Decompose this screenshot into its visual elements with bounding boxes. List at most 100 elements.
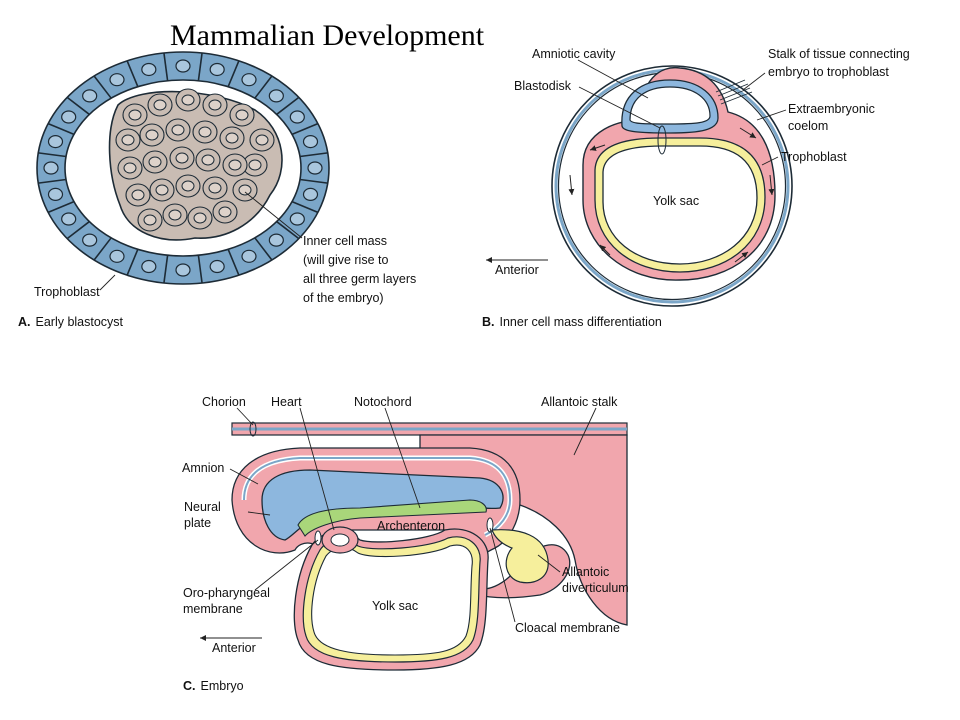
trophoblast-nucleus [241,249,257,263]
label-archenteron: Archenteron [377,519,445,533]
leader-heart [299,407,335,531]
trophoblast-cell-wall [66,96,90,116]
trophoblast-cell-wall [163,52,169,81]
leader-amnion [229,468,259,485]
leader-cloacal [489,527,516,623]
chorion-marker [249,421,257,437]
label-inner-cell-mass-1: Inner cell mass [303,234,387,248]
trophoblast-cell-wall [93,237,112,261]
trophoblast-cell-wall [254,237,273,261]
trophoblast-cell-wall [299,178,328,184]
label-allantoic-diverticulum-1: Allantoic [562,565,609,579]
label-neural-plate-2: plate [184,516,211,530]
leader-blastodisk [578,86,661,129]
label-trophoblast-b: Trophoblast [781,150,847,164]
label-yolk-sac-c: Yolk sac [372,599,418,613]
leader-oro-pharyngeal [254,539,319,591]
trophoblast-cell-wall [299,152,328,158]
trophoblast-cell-wall [254,75,273,99]
trophoblast-cell-wall [38,152,67,158]
label-allantoic-diverticulum-2: diverticulum [562,581,629,595]
trophoblast-cell-wall [197,255,203,284]
leader-trophoblast-a [99,274,116,291]
label-extraembryonic-1: Extraembryonic [788,102,875,116]
inner-cell-nucleus [175,152,189,164]
label-inner-cell-mass-3: all three germ layers [303,272,416,286]
trophoblast-nucleus [109,249,125,263]
inner-cell-mass-cells [115,88,275,232]
leader-allantoic-diverticulum [537,554,561,573]
inner-cell-nucleus [155,184,169,196]
blastodisk-marker [657,125,667,155]
label-neural-plate-1: Neural [184,500,221,514]
trophoblast-nucleus [141,62,157,77]
inner-cell-mass [108,88,283,241]
leader-inner-cell-mass [244,191,303,239]
inner-cell-nucleus [238,184,252,196]
yolk-sac-b [602,145,758,265]
label-oro-pharyngeal-2: membrane [183,602,243,616]
trophoblast-cell-wall [291,200,319,214]
label-amnion: Amnion [182,461,224,475]
trophoblast-nucleus [302,187,319,201]
trophoblast-cell-wall [197,52,203,81]
migration-arrows [568,127,775,263]
label-heart: Heart [271,395,302,409]
panel-a: Inner cell mass (will give rise to all t… [18,51,416,329]
leader-stalk [742,72,766,91]
caption-a: A.Early blastocyst [18,315,124,329]
trophoblast-nucleus [307,161,323,175]
label-inner-cell-mass-2: (will give rise to [303,253,388,267]
trophoblast-nucleus [209,62,225,77]
trophoblast-cell-wall [276,220,300,240]
inner-cell-nucleus [145,129,159,141]
caption-c: C.Embryo [183,679,244,693]
label-stalk-1: Stalk of tissue connecting [768,47,910,61]
trophoblast-nucleus [302,135,319,149]
trophoblast-cell-wall [276,96,300,116]
trophoblast-nucleus [47,135,64,149]
panel-b: Amniotic cavity Blastodisk Stalk of tiss… [482,47,910,329]
label-blastodisk: Blastodisk [514,79,572,93]
inner-cell-nucleus [208,99,222,111]
label-amniotic-cavity: Amniotic cavity [532,47,616,61]
inner-cell-nucleus [198,126,212,138]
trophoblast-nucleus [47,187,64,201]
inner-cell-nucleus [181,180,195,192]
trophoblast-cell-wall [93,75,112,99]
cloacal-marker [486,517,494,533]
leader-amniotic-cavity [577,59,649,99]
label-extraembryonic-2: coelom [788,119,828,133]
label-allantoic-stalk: Allantoic stalk [541,395,618,409]
trophoblast-nucleus [141,259,157,274]
trophoblast-cell-wall [163,255,169,284]
leader-trophoblast-b [761,156,779,166]
label-cloacal-membrane: Cloacal membrane [515,621,620,635]
trophoblast-cell-wall [47,200,75,214]
yolk-sac-c [311,544,473,656]
trophoblast-cell-wall [126,248,139,276]
trophoblast-cell-wall [66,220,90,240]
inner-cell-nucleus [225,132,239,144]
trophoblast-nucleus [175,263,191,277]
trophoblast-nucleus [268,89,284,103]
label-yolk-sac-b: Yolk sac [653,194,699,208]
label-oro-pharyngeal-1: Oro-pharyngeal [183,586,270,600]
leader-notochord [384,407,421,509]
caption-b: B.Inner cell mass differentiation [482,315,662,329]
label-inner-cell-mass-4: of the embryo) [303,291,384,305]
trophoblast-nucleus [82,233,98,247]
trophoblast-nucleus [109,73,125,87]
inner-cell-nucleus [208,182,222,194]
inner-cell-nucleus [128,109,142,121]
inner-cell-nucleus [218,206,232,218]
trophoblast-cell-wall [227,60,240,88]
inner-cell-nucleus [143,214,157,226]
trophoblast-nucleus [61,212,77,226]
trophoblast-cell-wall [38,178,67,184]
inner-cell-nucleus [153,99,167,111]
inner-cell-nucleus [193,212,207,224]
trophoblast-cell-wall [47,122,75,136]
